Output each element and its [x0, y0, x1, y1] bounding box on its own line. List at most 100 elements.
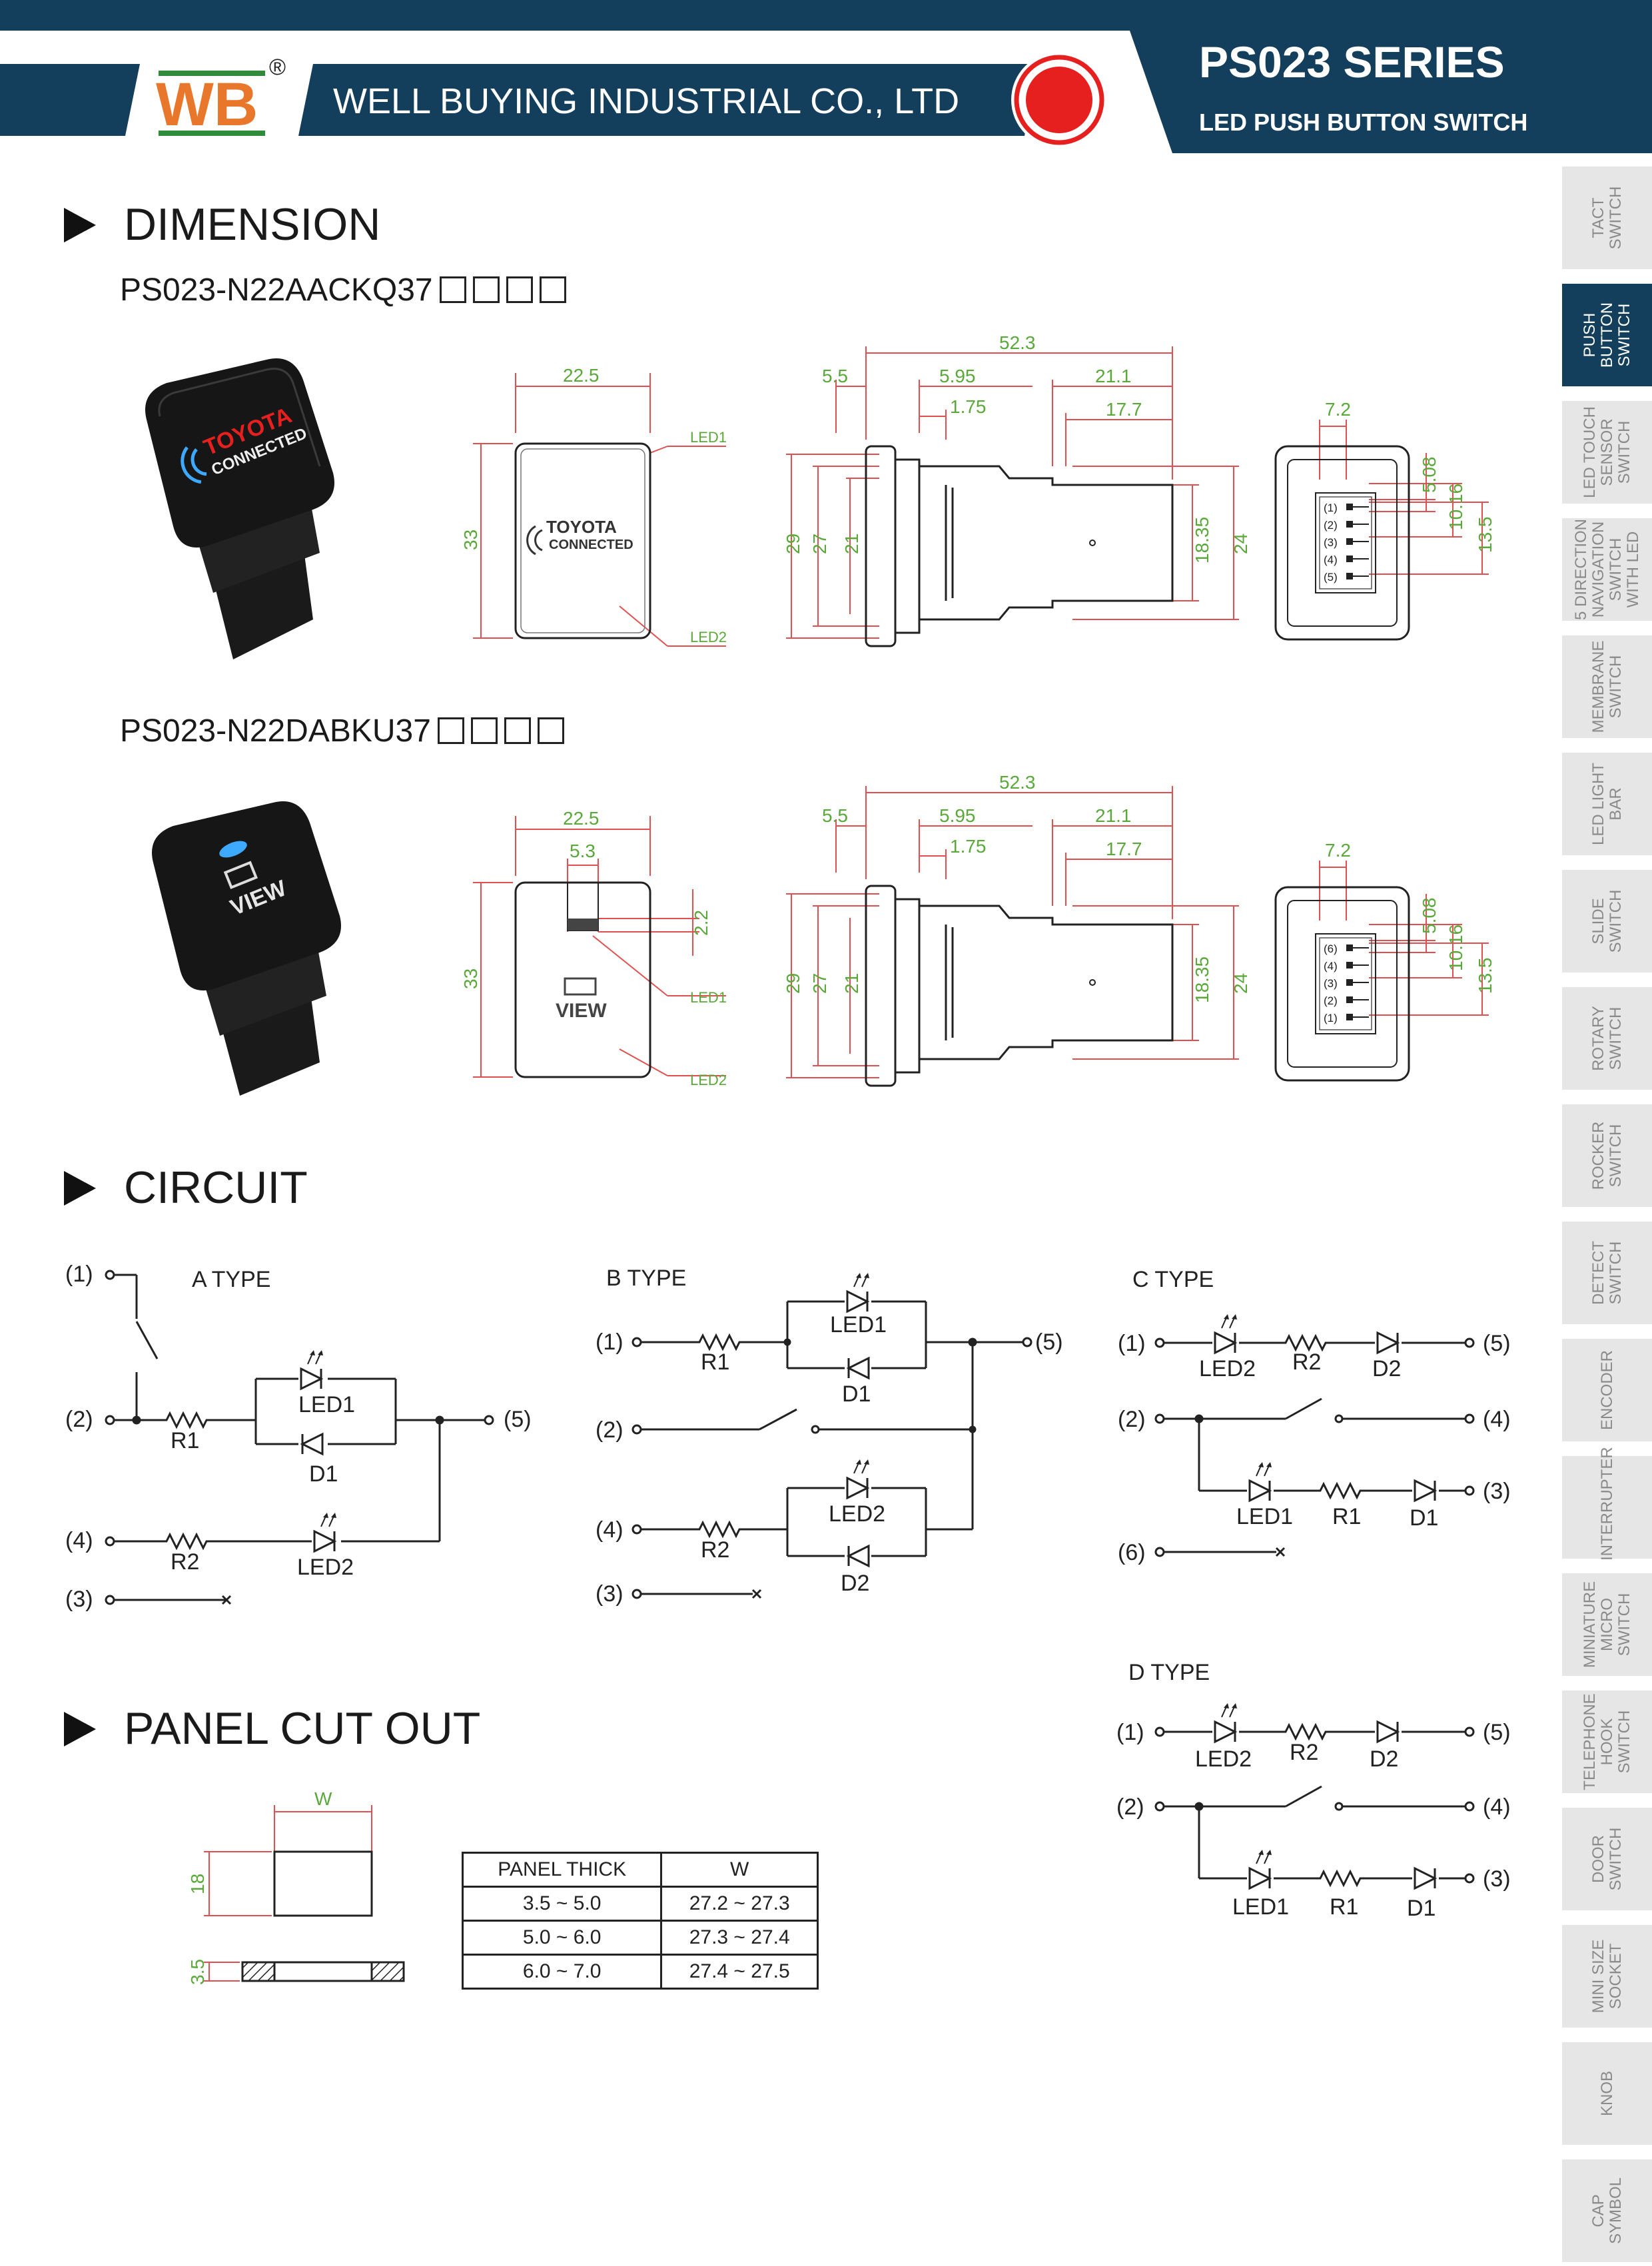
pin-contact [1346, 1014, 1353, 1020]
side-tab[interactable]: MINIATURE MICRO SWITCH [1562, 1573, 1652, 1680]
dim-window-width: 5.3 [570, 841, 596, 861]
side-tab[interactable]: CAP SYMBOL [1562, 2159, 1652, 2266]
option-box [437, 717, 464, 744]
dim-window-height: 2.2 [691, 910, 711, 936]
option-box [439, 276, 466, 303]
pin-label: (3) [1324, 977, 1338, 990]
rear-view-2: (6)(4)(3)(2)(1) 7.2 5.08 10.16 13.5 [1274, 841, 1495, 1082]
diode-symbol-icon [1376, 1720, 1400, 1744]
dim-18-35-2: 18.35 [1192, 956, 1212, 1003]
side-tab[interactable]: MEMBRANE SWITCH [1562, 635, 1652, 742]
series-title: PS023 SERIES [1199, 37, 1505, 87]
light-ray-arrowhead [318, 1350, 323, 1355]
side-tab[interactable]: ROTARY SWITCH [1562, 987, 1652, 1094]
dim-width-2: 22.5 [563, 808, 600, 829]
dim-27: 27 [809, 534, 830, 554]
panel-thickness-table: PANEL THICK W 3.5 ~ 5.0 27.2 ~ 27.3 5.0 … [461, 1852, 819, 1990]
side-tab[interactable]: PUSH BUTTON SWITCH [1562, 284, 1652, 390]
side-tab-label: ROCKER SWITCH [1589, 1121, 1625, 1190]
model-code-text: PS023-N22DABKU37 [120, 713, 431, 749]
side-tab-label: DETECT SWITCH [1589, 1241, 1625, 1305]
dim-total-length: 52.3 [999, 333, 1036, 353]
pin-label: (4) [1324, 960, 1338, 972]
pin-label: (3) [1324, 536, 1338, 549]
front-cap-text-2: CONNECTED [549, 538, 633, 552]
led-symbol-icon [1248, 1479, 1272, 1503]
side-view-2: 52.3 5.5 5.95 1.75 21.1 17.7 29 27 21 18… [783, 773, 1251, 1087]
panel-h-label: 18 [187, 1874, 208, 1894]
option-box [506, 276, 533, 303]
dimension-title: DIMENSION [124, 199, 381, 250]
side-tab[interactable]: LED LIGHT BAR [1562, 753, 1652, 859]
c-d1-label: D1 [1410, 1505, 1438, 1531]
d-pin-2: (2) [1116, 1794, 1144, 1820]
c-pin-1: (1) [1118, 1331, 1146, 1356]
side-tab[interactable]: KNOB [1562, 2042, 1652, 2149]
dim-5-08: 5.08 [1419, 457, 1440, 494]
led-symbol-icon [1248, 1866, 1272, 1890]
light-ray-arrowhead [1258, 1462, 1264, 1467]
side-tab[interactable]: TACT SWITCH [1562, 167, 1652, 273]
b-pin-3: (3) [596, 1581, 623, 1607]
pin-contact [1346, 521, 1353, 528]
side-tab-label: LED LIGHT BAR [1589, 762, 1625, 846]
dim-5-5: 5.5 [822, 366, 848, 386]
table-cell: 6.0 ~ 7.0 [461, 1954, 663, 1990]
pin-label: (2) [1324, 519, 1338, 532]
side-tab-label: 5 DIRECTION NAVIGATION SWITCH WITH LED [1571, 519, 1642, 621]
side-tab[interactable]: INTERRUPTER [1562, 1447, 1652, 1563]
dim-13-5-2: 13.5 [1475, 958, 1495, 994]
a-r2-label: R2 [171, 1549, 199, 1575]
front-view-2: VIEW 22.5 5.3 2.2 33 LED1 LED2 [460, 808, 727, 1088]
dim-10-16-2: 10.16 [1446, 925, 1466, 971]
b-pin-2: (2) [596, 1417, 623, 1443]
b-r2-label: R2 [701, 1537, 729, 1563]
registered-mark: ® [269, 55, 286, 80]
company-name: WELL BUYING INDUSTRIAL CO., LTD [333, 81, 959, 121]
light-ray-arrowhead [1266, 1850, 1272, 1855]
side-tab[interactable]: MINI SIZE SOCKET [1562, 1925, 1652, 2032]
pin-label: (5) [1324, 571, 1338, 583]
side-tab-label: PUSH BUTTON SWITCH [1580, 302, 1633, 368]
table-header-row: PANEL THICK W [461, 1852, 819, 1888]
c-pin-4: (4) [1483, 1407, 1511, 1432]
side-tab[interactable]: ROCKER SWITCH [1562, 1104, 1652, 1211]
led-symbol-icon [846, 1476, 870, 1500]
a-r1-label: R1 [171, 1428, 199, 1453]
diode-symbols [300, 1273, 1438, 1890]
pin-contact [1346, 962, 1353, 968]
product-photo-2: VIEW [152, 801, 341, 1096]
side-tab[interactable]: ENCODER [1562, 1339, 1652, 1445]
light-ray-arrowhead [1224, 1703, 1229, 1708]
diode-symbol-icon [300, 1432, 324, 1456]
light-ray-arrowhead [310, 1350, 315, 1355]
dim-18-35: 18.35 [1192, 517, 1212, 564]
side-tab[interactable]: SLIDE SWITCH [1562, 870, 1652, 976]
page-header: WB ® WELL BUYING INDUSTRIAL CO., LTD PS0… [0, 0, 1652, 153]
section-arrow-icon [64, 208, 96, 242]
table-row: 6.0 ~ 7.0 27.4 ~ 27.5 [461, 1954, 819, 1990]
b-pin-1: (1) [596, 1329, 623, 1355]
led-symbol-icon [846, 1290, 870, 1314]
c-led1-label: LED1 [1236, 1504, 1293, 1529]
c-type-title: C TYPE [1132, 1267, 1214, 1292]
product-photo-1: TOYOTA CONNECTED [145, 358, 334, 659]
circuit-diagrams: A TYPE (1) (2) (4) (3) (5) R1 R2 LED1 D1… [65, 1262, 1511, 1921]
panel-cut-out-title: PANEL CUT OUT [124, 1703, 481, 1754]
side-tab[interactable]: TELEPHONE HOOK SWITCH [1562, 1691, 1652, 1797]
d-d1-label: D1 [1407, 1896, 1436, 1921]
d-pin-1: (1) [1116, 1720, 1144, 1745]
d-r2-label: R2 [1290, 1740, 1318, 1765]
dim-7-2-2: 7.2 [1325, 841, 1351, 861]
light-ray-arrowhead [323, 1513, 328, 1518]
product-title: LED PUSH BUTTON SWITCH [1199, 109, 1527, 136]
dim-21-2: 21 [841, 973, 862, 994]
side-tab[interactable]: LED TOUCH SENSOR SWITCH [1562, 401, 1652, 508]
side-tab[interactable]: DETECT SWITCH [1562, 1222, 1652, 1328]
a-pin-1: (1) [65, 1262, 93, 1287]
side-tab-label: DOOR SWITCH [1589, 1827, 1625, 1891]
side-tab[interactable]: DOOR SWITCH [1562, 1808, 1652, 1914]
dim-5-5-2: 5.5 [822, 805, 848, 826]
side-tab-label: MINIATURE MICRO SWITCH [1580, 1581, 1633, 1669]
side-tab[interactable]: 5 DIRECTION NAVIGATION SWITCH WITH LED [1562, 518, 1652, 625]
